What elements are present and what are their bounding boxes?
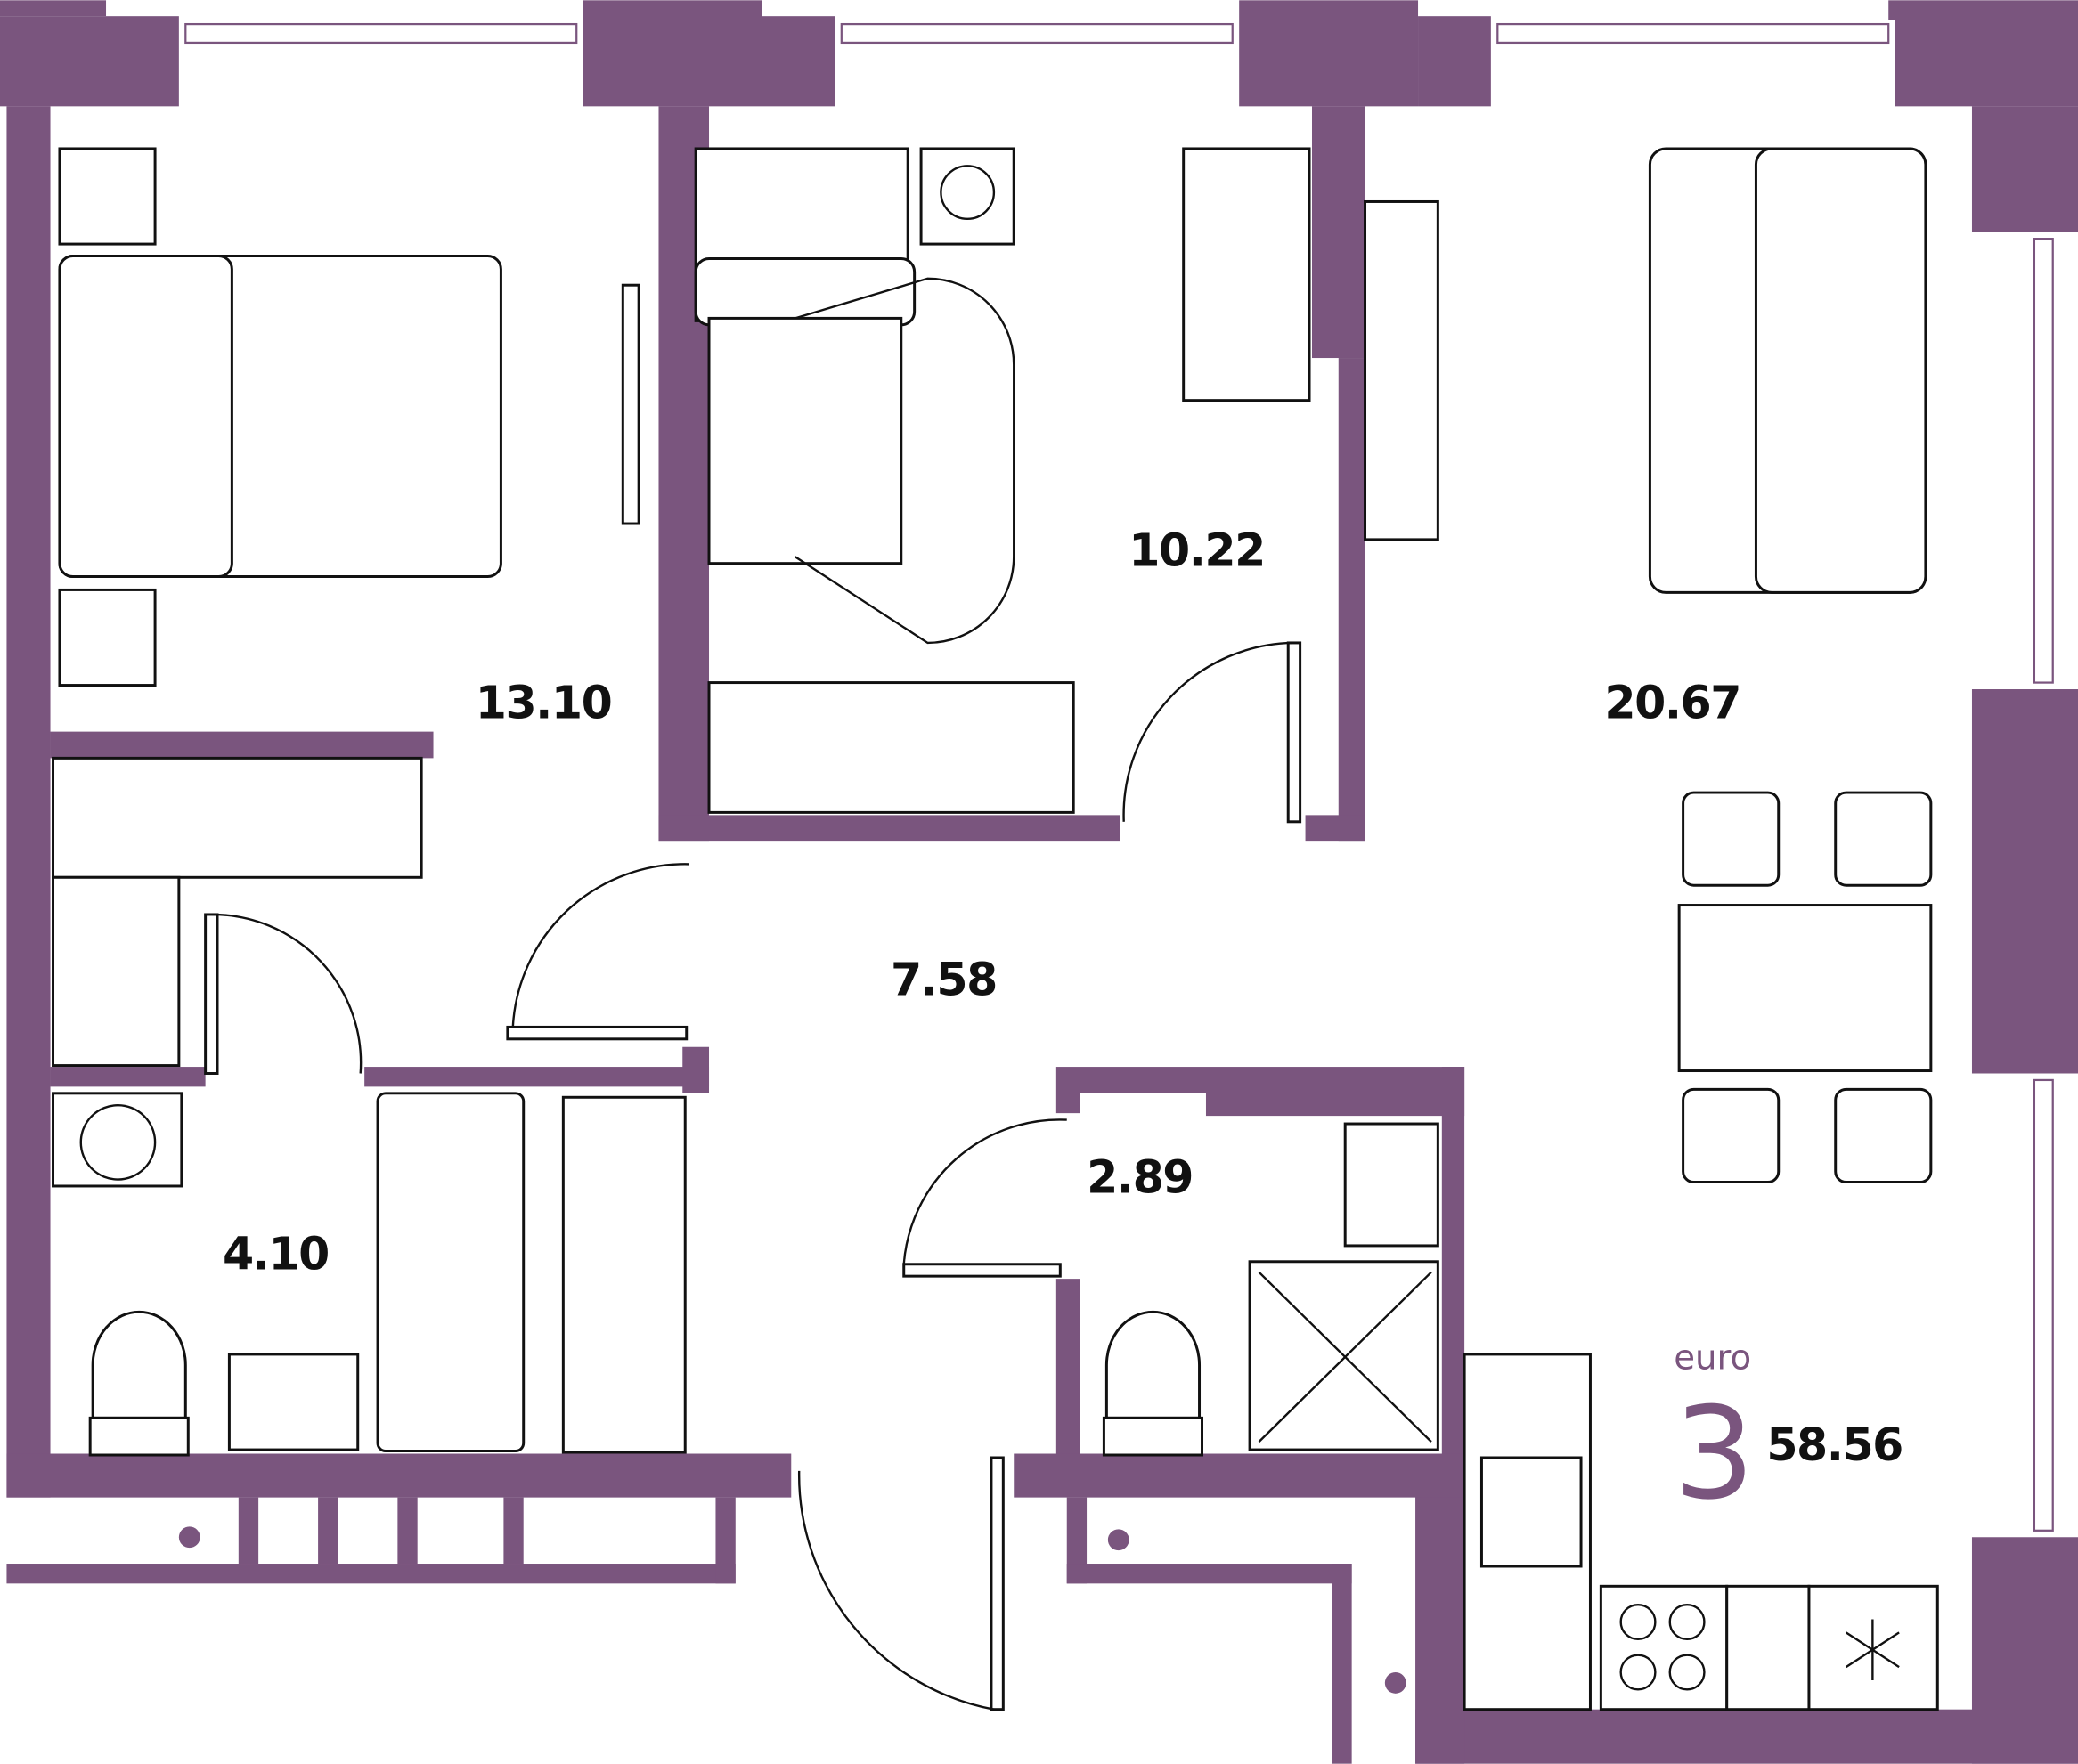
labels: 13.10 10.22 20.67 7.58 4.10 2.89 euro 3 …: [223, 524, 1903, 1528]
area-wc: 2.89: [1087, 1150, 1193, 1203]
windows: [184, 22, 2054, 1532]
rooms-count: 3: [1674, 1379, 1755, 1528]
snowflake-icon: [1845, 1619, 1900, 1680]
area-hallway: 7.58: [891, 954, 997, 1006]
area-bathroom: 4.10: [223, 1228, 329, 1280]
doors: [204, 641, 1302, 1711]
area-bedroom-2: 10.22: [1129, 524, 1265, 577]
furniture: [52, 147, 1939, 1711]
apartment-type-label: euro: [1674, 1337, 1751, 1378]
area-bedroom-1: 13.10: [476, 677, 612, 729]
total-area: 58.56: [1766, 1419, 1903, 1471]
area-living-kitchen: 20.67: [1604, 677, 1740, 729]
